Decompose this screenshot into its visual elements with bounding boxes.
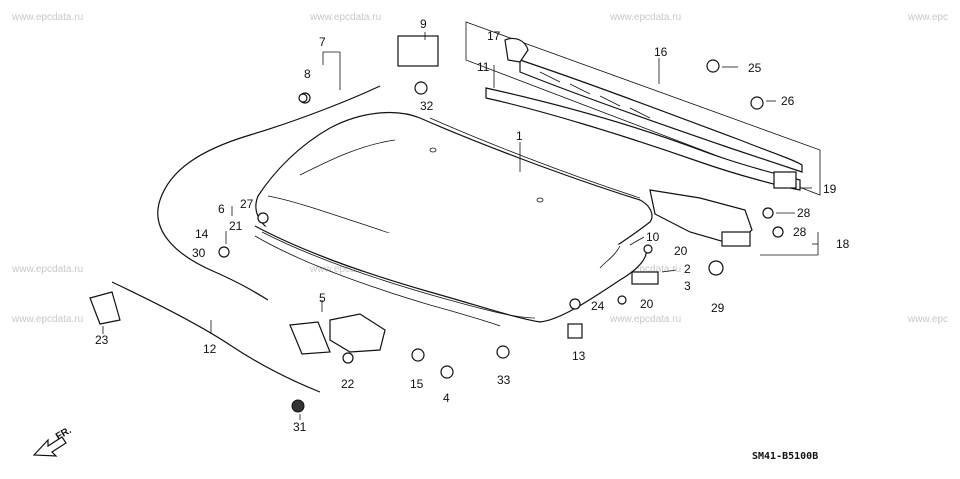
front-label: FR. bbox=[54, 425, 74, 443]
watermark-text: www.epcdata.ru bbox=[609, 264, 681, 275]
callout-20: 20 bbox=[674, 244, 688, 258]
callout-2: 2 bbox=[684, 262, 691, 276]
release-cable bbox=[157, 85, 381, 301]
watermark-text: www.epcdata.ru bbox=[609, 12, 681, 23]
watermark-text: www.epcdata.ru bbox=[309, 12, 381, 23]
callout-24: 24 bbox=[591, 299, 605, 313]
callout-19: 19 bbox=[823, 182, 837, 196]
fastener-clips bbox=[218, 35, 797, 379]
callout-14: 14 bbox=[195, 227, 209, 241]
callout-17: 17 bbox=[487, 29, 501, 43]
callout-26: 26 bbox=[781, 94, 795, 108]
watermarks: www.epcdata.ru www.epcdata.ru www.epcdat… bbox=[11, 12, 948, 325]
callout-labels: 1 2 3 4 5 6 7 8 9 10 11 12 13 14 15 16 1… bbox=[95, 17, 850, 434]
callout-11: 11 bbox=[477, 60, 490, 74]
callout-28: 28 bbox=[793, 225, 807, 239]
callout-32: 32 bbox=[420, 99, 434, 113]
callout-27: 27 bbox=[240, 197, 254, 211]
hood-panel bbox=[254, 111, 653, 323]
watermark-text: www.epcdata.ru bbox=[11, 264, 83, 275]
callout-6: 6 bbox=[218, 202, 225, 216]
diagram-code: SM41-B5100B bbox=[752, 451, 818, 462]
callout-16: 16 bbox=[654, 45, 668, 59]
hood-latch bbox=[329, 313, 386, 353]
callout-12: 12 bbox=[203, 342, 217, 356]
callout-15: 15 bbox=[410, 377, 424, 391]
callout-31: 31 bbox=[293, 420, 307, 434]
callout-23: 23 bbox=[95, 333, 109, 347]
grommet bbox=[291, 399, 305, 413]
callout-8: 8 bbox=[304, 67, 311, 81]
callout-5: 5 bbox=[319, 291, 326, 305]
callout-25: 25 bbox=[748, 61, 762, 75]
callout-29: 29 bbox=[711, 301, 725, 315]
watermark-text: www.epcdata.ru bbox=[609, 314, 681, 325]
callout-13: 13 bbox=[572, 349, 586, 363]
callout-30: 30 bbox=[192, 246, 206, 260]
callout-33: 33 bbox=[497, 373, 511, 387]
leader-lines bbox=[102, 32, 819, 420]
cowl-assembly bbox=[465, 21, 821, 196]
callout-3: 3 bbox=[684, 279, 691, 293]
callout-28: 28 bbox=[797, 206, 811, 220]
front-arrow-icon bbox=[32, 436, 67, 457]
callout-9: 9 bbox=[420, 17, 427, 31]
callout-1: 1 bbox=[516, 129, 523, 143]
callout-7: 7 bbox=[319, 35, 326, 49]
callout-4: 4 bbox=[443, 391, 450, 405]
callout-18: 18 bbox=[836, 237, 850, 251]
front-direction-marker: FR. bbox=[32, 425, 74, 457]
callout-21: 21 bbox=[229, 219, 243, 233]
watermark-text: www.epcdata.ru bbox=[11, 314, 83, 325]
callout-20: 20 bbox=[640, 297, 654, 311]
support-rod bbox=[111, 281, 321, 393]
rod-holder bbox=[89, 291, 121, 325]
watermark-text: www.epcdata.ru bbox=[309, 264, 381, 275]
watermark-text: www.epcdata.ru bbox=[11, 12, 83, 23]
watermark-text: www.epc bbox=[907, 12, 948, 23]
hood-seal bbox=[254, 235, 501, 327]
callout-10: 10 bbox=[646, 230, 660, 244]
watermark-text: www.epc bbox=[907, 314, 948, 325]
latch-cover bbox=[289, 321, 331, 355]
callout-22: 22 bbox=[341, 377, 355, 391]
